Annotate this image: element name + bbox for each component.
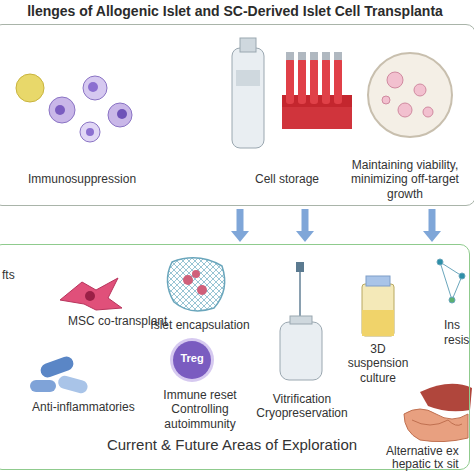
msc-cell <box>60 278 122 310</box>
storage-dewar <box>232 38 264 148</box>
challenge-label: Maintaining viability, minimizing off-ta… <box>340 158 470 201</box>
cut-label: hepatic tx sit <box>392 457 474 471</box>
flow-arrow <box>231 209 249 242</box>
cut-label: Alternative ex <box>386 444 474 458</box>
strategy-label: Immune reset Controlling autoimmunity <box>140 388 260 431</box>
flow-arrow <box>296 209 314 242</box>
cut-label: Ins <box>444 318 472 332</box>
cut-label: fts <box>2 268 32 282</box>
treg-circle: Treg <box>173 341 211 379</box>
flow-arrow <box>423 209 441 242</box>
strategy-label: 3D suspension culture <box>340 342 416 385</box>
tube-rack <box>282 52 352 129</box>
strategy-label: Islet encapsulation <box>140 318 260 332</box>
strategy-label: Vitrification Cryopreservation <box>254 392 350 421</box>
islet-capsule <box>167 258 224 311</box>
challenge-label: Immunosuppression <box>28 172 168 186</box>
cut-label: resis <box>444 333 472 347</box>
cryo-dewar <box>280 262 322 380</box>
culture-dish <box>368 53 452 137</box>
liver-intestine <box>404 384 472 442</box>
strategy-label: Anti-inflammatories <box>32 400 152 414</box>
pills <box>30 355 89 395</box>
node-text: llenges of Allogenic Islet and SC-Derive… <box>0 3 474 20</box>
immune-cells <box>16 74 132 142</box>
challenge-label: Cell storage <box>232 172 342 186</box>
suspension-flask <box>362 276 394 336</box>
cell-network <box>437 259 465 303</box>
node-text: Treg <box>173 352 211 365</box>
